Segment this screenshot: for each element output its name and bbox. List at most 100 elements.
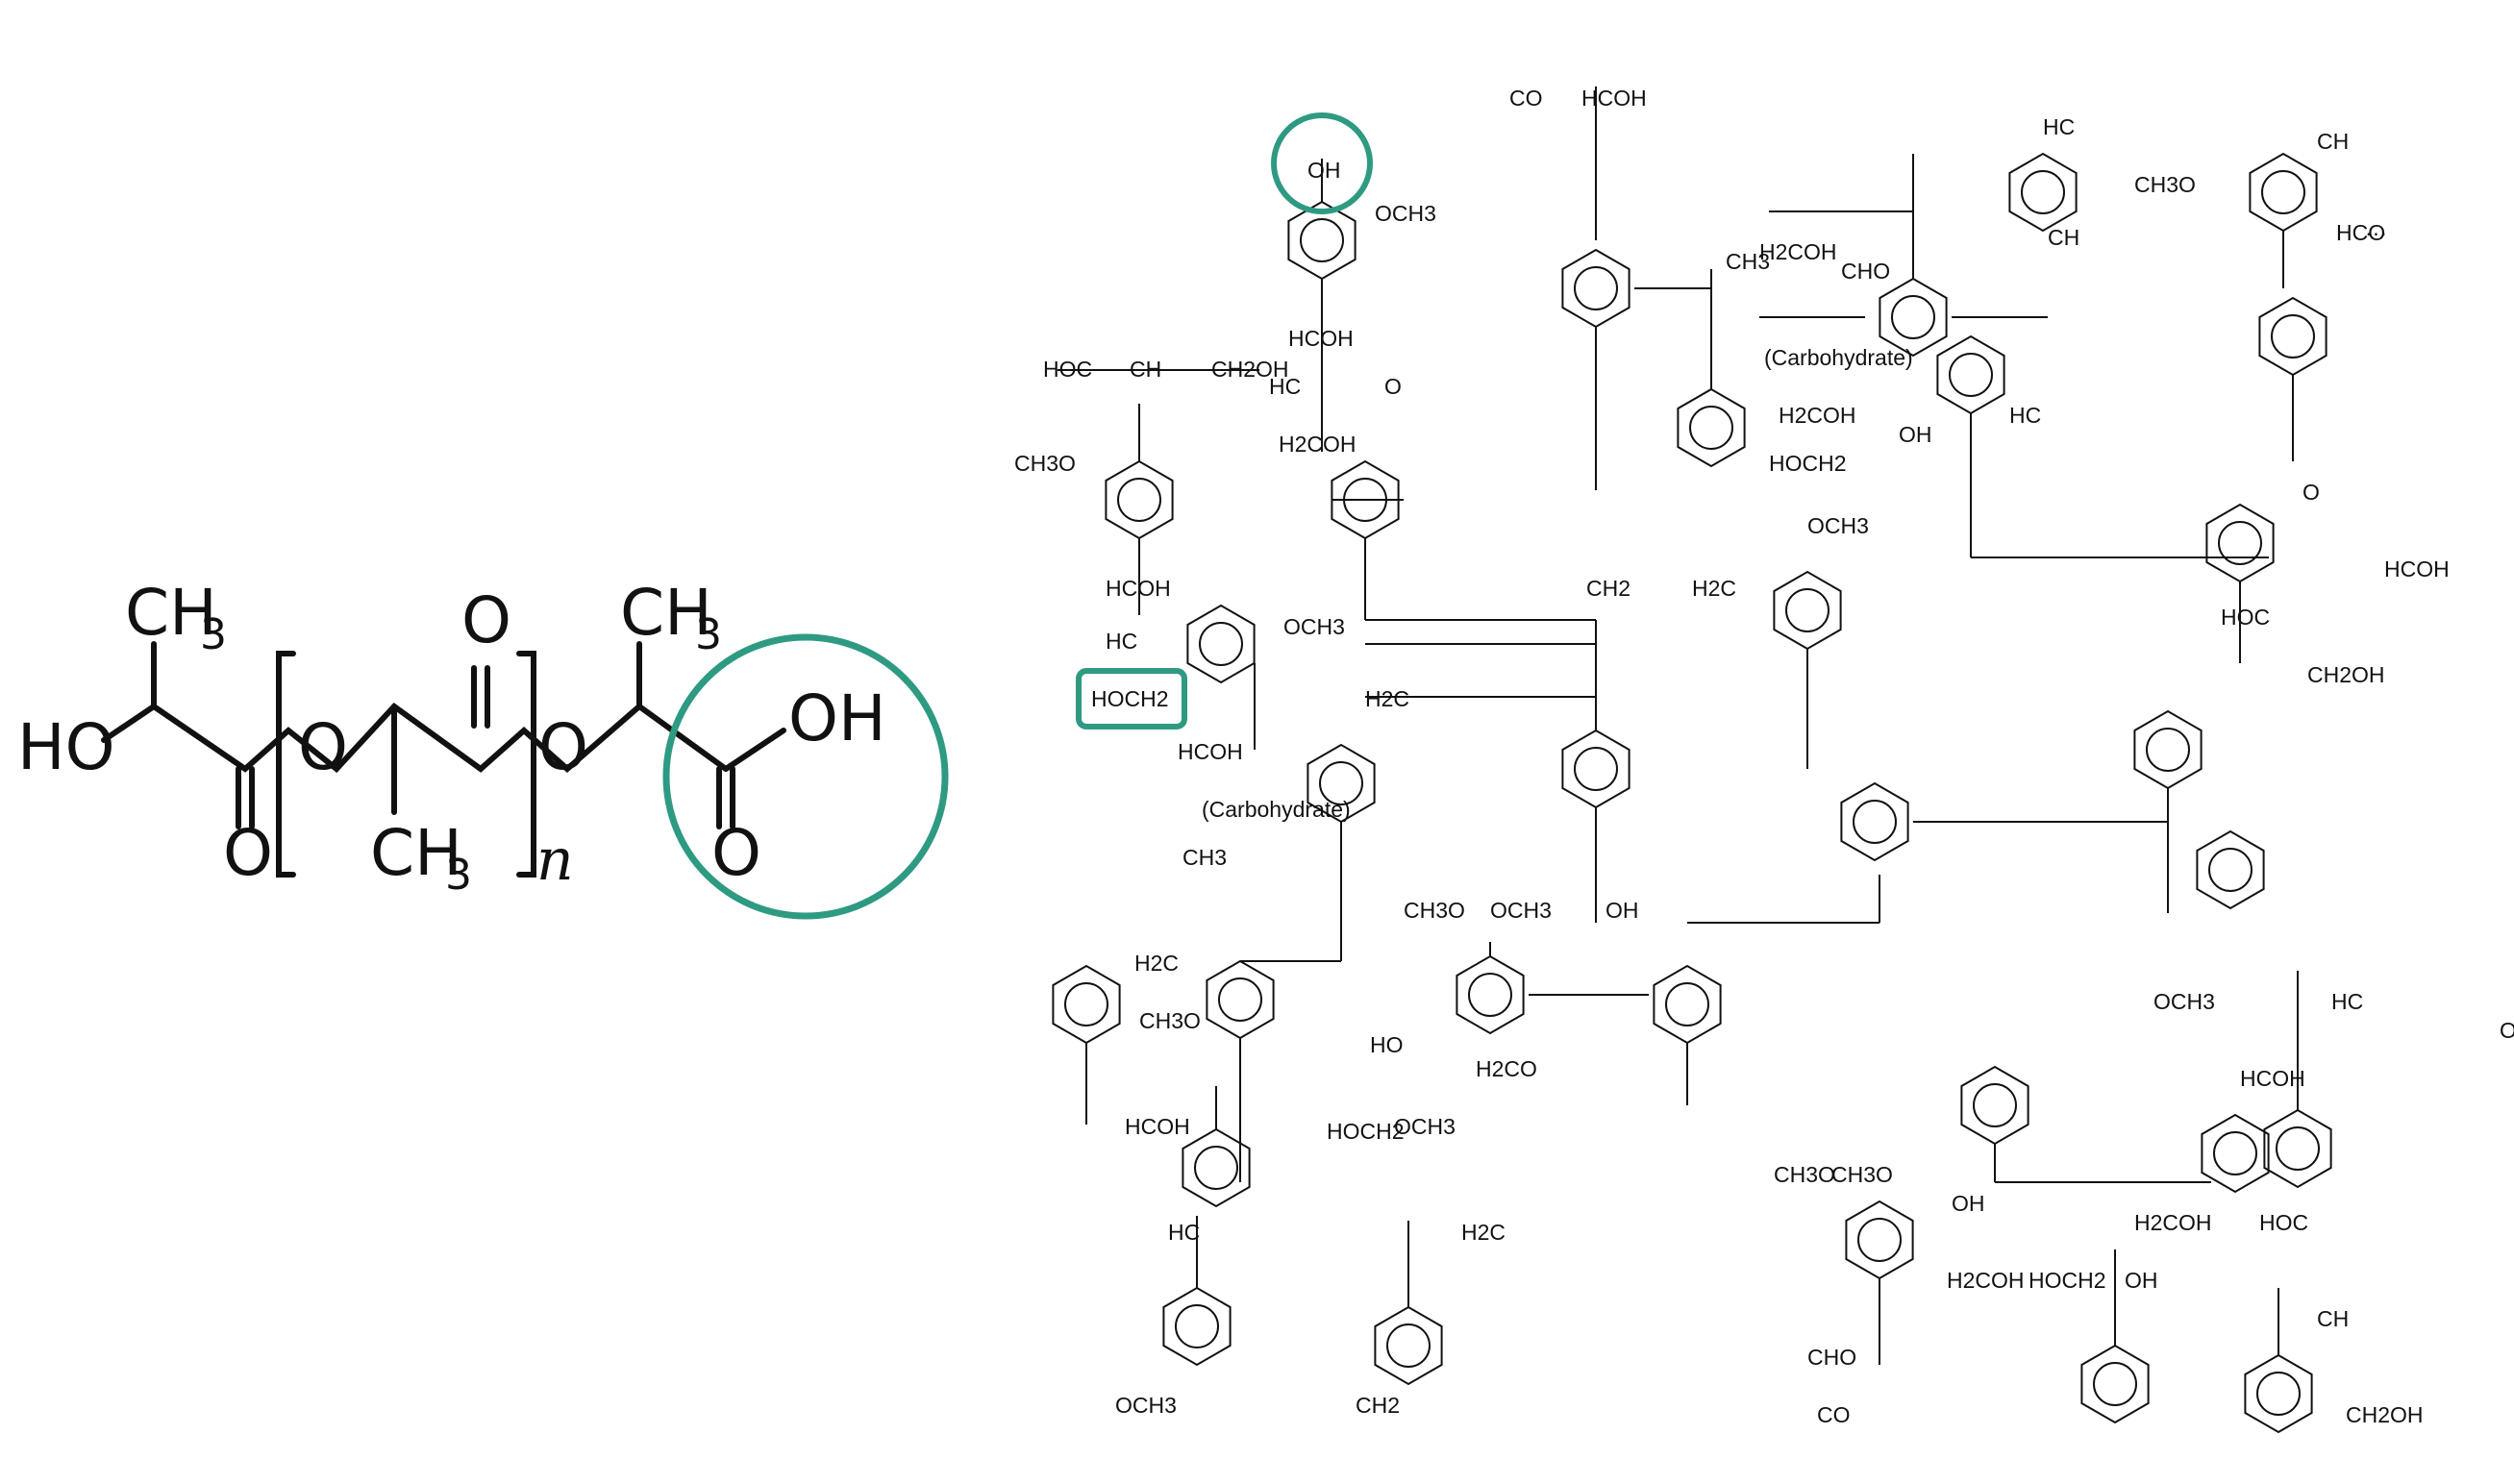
pla-repeat-n: n	[536, 827, 574, 894]
structure-label: OH	[1899, 422, 1932, 447]
aromatic-ring-circle	[1949, 353, 1993, 397]
structure-label: HCOH	[2240, 1066, 2305, 1091]
structure-label: HCOH	[1125, 1114, 1190, 1139]
aromatic-ring-circle	[1194, 1146, 1238, 1190]
aromatic-ring-circle	[2021, 170, 2065, 214]
aromatic-ring	[1840, 781, 1909, 862]
structure-label: OCH3	[1807, 513, 1869, 538]
aromatic-ring	[2196, 829, 2265, 910]
aromatic-ring	[2080, 1344, 2150, 1424]
structure-label: H2C	[1692, 576, 1736, 601]
structure-label: HCO	[2336, 220, 2385, 245]
structure-label: CH2OH	[1211, 357, 1289, 382]
repeat-bracket-right	[516, 651, 536, 878]
structure-label: H2COH	[1279, 432, 1357, 457]
structure-label: CH3	[1182, 845, 1227, 870]
aromatic-ring	[2244, 1353, 2313, 1434]
structure-label: H2C	[1134, 951, 1179, 976]
aromatic-ring-circle	[2261, 170, 2305, 214]
structure-label: OCH3	[1283, 614, 1345, 639]
aromatic-ring-circle	[2208, 848, 2253, 892]
structure-label: HC	[2043, 114, 2075, 139]
structure-label: CH3O	[1774, 1162, 1835, 1187]
aromatic-ring	[1773, 570, 1842, 651]
structure-label: HCOH	[1581, 86, 1647, 111]
structure-label: CH	[2317, 1306, 2349, 1331]
structure-label: O	[2302, 480, 2320, 505]
structure-label: CHO	[1807, 1345, 1856, 1370]
structure-label: HC	[1106, 629, 1137, 654]
aromatic-ring-circle	[1468, 973, 1512, 1017]
structure-label: H2COH	[1779, 403, 1856, 428]
structure-label: O	[1384, 374, 1402, 399]
structure-label: H2C	[1365, 686, 1409, 711]
highlight-circle-phenolic-oh	[1271, 112, 1373, 214]
aromatic-ring-circle	[2146, 728, 2190, 772]
aromatic-ring	[1936, 334, 2005, 415]
structure-label: HOC	[2259, 1210, 2308, 1235]
structure-label: H2CO	[1476, 1056, 1537, 1081]
aromatic-ring-circle	[1785, 588, 1829, 632]
structure-label: CH3O	[2134, 172, 2196, 197]
structure-label: HOCH2	[1769, 451, 1847, 476]
structure-label: CO	[1509, 86, 1543, 111]
structure-label: CH	[1130, 357, 1161, 382]
aromatic-ring-circle	[1199, 622, 1243, 666]
structure-label: CH3O	[1404, 898, 1465, 923]
structure-label: OCH3	[2153, 989, 2215, 1014]
aromatic-ring	[1162, 1286, 1232, 1367]
aromatic-ring	[1879, 277, 1948, 358]
structure-label: CH2	[1356, 1393, 1400, 1418]
aromatic-ring-circle	[1117, 478, 1161, 522]
structure-label: H2COH	[2134, 1210, 2212, 1235]
aromatic-ring	[1561, 248, 1630, 329]
aromatic-ring-circle	[1689, 406, 1733, 450]
aromatic-ring-circle	[1386, 1323, 1431, 1368]
structure-label: OCH3	[1490, 898, 1552, 923]
structure-label: HC	[2009, 403, 2041, 428]
aromatic-ring-circle	[2256, 1372, 2301, 1416]
aromatic-ring-circle	[1574, 747, 1618, 791]
aromatic-ring-circle	[1891, 295, 1935, 339]
pla-label-ch3: CH	[620, 576, 712, 650]
aromatic-ring	[2201, 1113, 2270, 1194]
structure-label: HOC	[1043, 357, 1092, 382]
pla-label-subscript: 3	[445, 851, 472, 900]
pla-label-ch3: CH	[370, 816, 462, 890]
aromatic-ring-circle	[1973, 1083, 2017, 1127]
aromatic-ring	[2263, 1108, 2332, 1189]
pla-label-o: O	[711, 816, 761, 890]
structure-label: HO	[1370, 1032, 1404, 1057]
aromatic-ring-circle	[2276, 1126, 2320, 1171]
structure-label: CH	[2048, 225, 2079, 250]
aromatic-ring	[1845, 1200, 1914, 1280]
structure-label: CH3O	[1014, 451, 1076, 476]
pla-label-o: O	[538, 710, 588, 784]
aromatic-ring-circle	[1857, 1218, 1902, 1262]
aromatic-ring	[1653, 964, 1722, 1045]
aromatic-ring-circle	[1175, 1304, 1219, 1348]
structure-label: OCH3	[1115, 1393, 1177, 1418]
structure-label: HOCH2	[1327, 1119, 1405, 1144]
pla-label-ch3: CH	[125, 576, 217, 650]
aromatic-ring-circle	[2218, 521, 2262, 565]
structure-label: O	[2500, 1018, 2514, 1043]
aromatic-ring	[1374, 1305, 1443, 1386]
aromatic-ring	[2008, 152, 2078, 233]
structure-label: H2COH	[1947, 1268, 2025, 1293]
structure-label: ···	[2365, 220, 2387, 245]
structure-label: CHO	[1841, 259, 1890, 284]
structure-label: (Carbohydrate)	[1764, 345, 1913, 370]
aromatic-ring	[1105, 459, 1174, 540]
pla-label-subscript: 3	[200, 610, 227, 659]
pla-label-o: O	[223, 816, 273, 890]
structure-label: H2COH	[1759, 239, 1837, 264]
structure-label: HOCH2	[2029, 1268, 2106, 1293]
structure-label: OH	[1605, 898, 1639, 923]
aromatic-ring	[1561, 729, 1630, 809]
aromatic-ring-circle	[1853, 800, 1897, 844]
structure-label: CH3O	[1831, 1162, 1893, 1187]
structure-label: OH	[2125, 1268, 2158, 1293]
